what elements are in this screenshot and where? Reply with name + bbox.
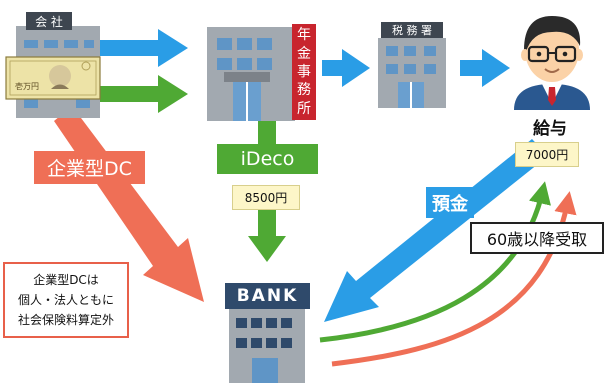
pension-office-icon [207, 24, 316, 121]
bank-sign-text: BANK [236, 286, 299, 306]
arrow-company-to-pension-green [100, 75, 188, 113]
arrow-company-to-pension-blue [100, 29, 188, 67]
note-line: 社会保険料算定外 [17, 313, 114, 327]
pension-sign-char: 所 [297, 100, 311, 117]
salary-amount-box: 7000円 [515, 142, 579, 167]
banknote-value-text: 壱万円 [15, 81, 39, 91]
ideco-label: iDeco [217, 144, 318, 174]
arrow-tax-to-person [460, 49, 510, 87]
bank-building-icon [225, 283, 310, 383]
ideco-amount-box: 8500円 [232, 185, 300, 210]
pension-sign-char: 事 [297, 63, 311, 80]
deposit-label: 預金 [426, 187, 474, 218]
corporate-dc-label: 企業型DC [34, 151, 145, 184]
pension-sign-char: 金 [297, 45, 311, 62]
tax-office-icon [378, 22, 446, 108]
corporate-dc-note-box: 企業型DCは 個人・法人ともに 社会保険料算定外 [3, 262, 129, 338]
pension-sign-char: 年 [297, 27, 311, 44]
salary-label: 給与 [533, 118, 567, 139]
receive-after-60-box: 60歳以降受取 [470, 222, 604, 254]
arrow-ideco-to-bank [248, 120, 286, 262]
businessman-icon [514, 16, 590, 110]
note-line: 企業型DCは [33, 273, 99, 287]
banknote-icon [5, 56, 101, 100]
pension-sign-char: 務 [297, 82, 311, 99]
note-line: 個人・法人ともに [17, 293, 114, 307]
company-sign-text: 会 社 [35, 14, 63, 29]
tax-office-sign-text: 税 務 署 [392, 24, 432, 37]
arrow-pension-to-tax [322, 49, 370, 87]
arrow-salary-to-bank-deposit [324, 139, 548, 322]
pension-office-sign: 年 金 事 務 所 [292, 26, 316, 118]
